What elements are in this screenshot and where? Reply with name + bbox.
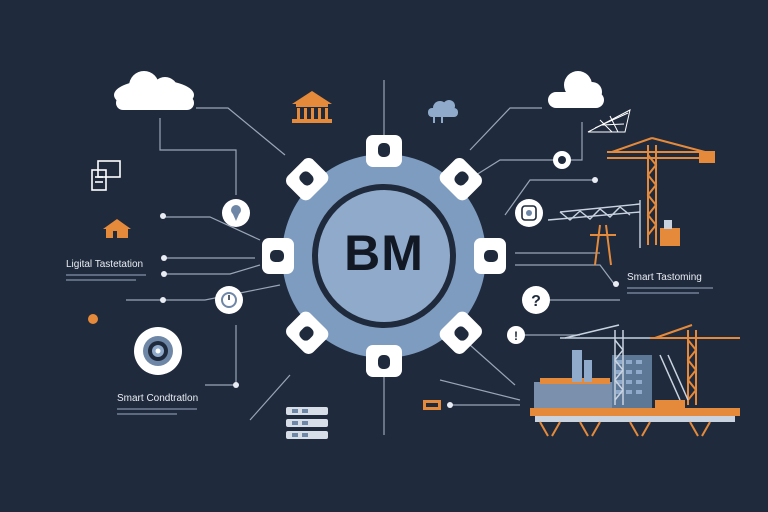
crane-icon <box>547 200 641 248</box>
connector-lines <box>126 80 620 435</box>
exclamation-icon: ! <box>507 326 525 344</box>
hub-tabs <box>262 135 506 377</box>
hub-tab-bottom-right <box>439 311 482 354</box>
hub-tab-top <box>366 135 402 167</box>
building-icon <box>292 91 332 123</box>
document-icon <box>91 160 121 191</box>
connector-dots <box>160 177 619 408</box>
hub-tab-left <box>262 238 294 274</box>
machine-icon <box>660 228 680 246</box>
cloud-icon <box>428 100 458 123</box>
hub-tab-right <box>474 238 506 274</box>
label-left-bottom: Smart Condtratlon <box>117 393 199 404</box>
pin-icon <box>222 199 250 227</box>
center-label: BM <box>344 225 424 281</box>
tag-icon <box>423 400 441 410</box>
cloud-icon <box>114 71 194 110</box>
crane-icon <box>560 324 650 405</box>
crane-icon <box>590 224 616 266</box>
hub-tab-bottom-left <box>286 311 329 354</box>
svg-text:!: ! <box>514 329 518 343</box>
clock-icon <box>215 286 243 314</box>
crane-icon <box>607 137 715 245</box>
sublabel-left-bottom <box>117 407 197 415</box>
orange-dot <box>88 314 98 324</box>
gear-icon <box>553 151 571 169</box>
question-icon: ? <box>522 286 550 314</box>
cloud-icon <box>548 71 604 108</box>
svg-text:?: ? <box>531 293 541 310</box>
hub-tab-bottom <box>366 345 402 377</box>
central-hub <box>282 154 486 358</box>
sublabel-left-top <box>66 273 146 281</box>
server-icon <box>286 407 328 439</box>
sublabel-right <box>627 286 713 294</box>
network-icon <box>587 109 631 133</box>
settings-icon <box>515 199 543 227</box>
house-icon <box>103 219 131 238</box>
factory-icon <box>530 350 740 437</box>
label-left-top: Ligital Tastetation <box>66 259 144 270</box>
crane-icon <box>650 324 740 405</box>
label-right: Smart Tastoming <box>627 272 702 283</box>
hub-tab-top-left <box>286 158 329 201</box>
target-icon <box>134 327 182 375</box>
hub-tab-top-right <box>439 158 482 201</box>
